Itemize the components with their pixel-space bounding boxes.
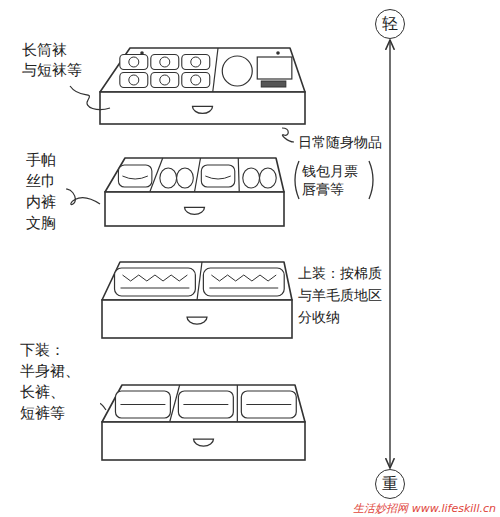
drawer-divider [195, 158, 201, 192]
drawer-handle [193, 106, 213, 113]
callout-label: 日常随身物品 [298, 133, 382, 151]
folded-pants [178, 391, 233, 418]
sock-roll [182, 73, 210, 88]
fabric-fold [246, 404, 291, 405]
weight-word: 轻 [382, 15, 398, 33]
drawer-front [105, 192, 284, 226]
folded-pants [241, 391, 296, 418]
bra-cup [260, 168, 277, 188]
drawer-front [102, 422, 305, 460]
bra-cup [160, 168, 177, 188]
sock-roll [182, 55, 210, 70]
bra-cup [177, 168, 194, 188]
drawer [102, 262, 292, 338]
folded-underwear [118, 165, 151, 187]
drawer-divider [237, 385, 238, 422]
drawer-front [102, 300, 292, 338]
drawer-handle [194, 439, 214, 446]
drawer-divider [213, 48, 218, 92]
drawer-opening [102, 262, 292, 300]
drawer-hole [140, 51, 144, 55]
sock-spiral [129, 57, 139, 67]
drawer-front [100, 92, 305, 124]
fabric-fold [121, 288, 190, 289]
knit-pattern [123, 275, 188, 281]
fabric-fold [120, 404, 165, 405]
drawer-divider [238, 158, 239, 192]
drawer [102, 385, 305, 460]
drawer-divider [197, 262, 202, 300]
sock-spiral [160, 57, 170, 67]
drawer [100, 48, 305, 124]
sock-spiral [160, 75, 170, 85]
drawer-opening [102, 385, 305, 422]
leader-curl [70, 86, 110, 110]
drawer-opening [105, 158, 284, 192]
callout-label: 钱包月票 唇膏等 [302, 162, 366, 198]
lipstick [261, 81, 286, 87]
leader-curl [60, 189, 100, 205]
fabric-fold [183, 404, 228, 405]
bra-cup [243, 168, 260, 188]
drawer [105, 158, 284, 226]
folded-sweater [203, 268, 284, 296]
sock-spiral [129, 75, 139, 85]
compact-mirror [222, 56, 252, 86]
callout-label: 手帕 丝巾 内裤 文胸 [26, 150, 66, 234]
fabric-fold [209, 288, 278, 289]
sock-roll [151, 73, 179, 88]
folded-pants [115, 391, 170, 418]
sock-spiral [191, 57, 201, 67]
drawer-opening [100, 48, 305, 92]
weight-circle: 重 [375, 469, 405, 499]
knit-pattern [211, 275, 276, 281]
callout-label: 上装：按棉质 与羊毛质地区 分收纳 [298, 262, 388, 328]
bracket [369, 161, 373, 199]
callout-label: 下装： 半身裙、 长裤、 短裤等 [20, 340, 100, 424]
fabric-fold [205, 176, 230, 179]
weight-arrow [389, 40, 390, 468]
callout-label: 长筒袜 与短袜等 [22, 40, 106, 80]
folded-underwear [201, 165, 234, 187]
drawer-handle [187, 317, 207, 324]
watermark: 生活妙招网 www.lifeskill.cn [353, 502, 496, 516]
leader-curl [282, 128, 294, 142]
weight-circle: 轻 [375, 9, 405, 39]
folded-sweater [115, 268, 196, 296]
sock-spiral [191, 75, 201, 85]
drawer-handle [185, 207, 205, 214]
sock-roll [151, 55, 179, 70]
fabric-fold [122, 176, 147, 179]
bracket [295, 161, 299, 199]
drawer-hole [276, 51, 280, 55]
wallet [257, 57, 292, 79]
sock-roll [120, 73, 148, 88]
sock-roll [120, 55, 148, 70]
weight-word: 重 [382, 475, 398, 493]
